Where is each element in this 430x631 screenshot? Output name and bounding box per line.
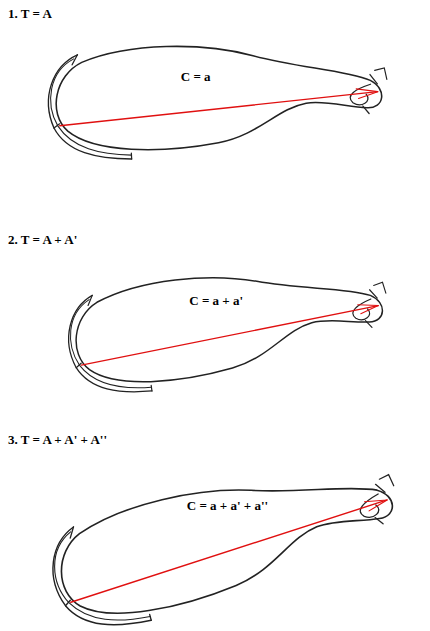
stroke — [72, 55, 78, 65]
stroke — [151, 385, 153, 391]
stroke — [53, 35, 383, 154]
stroke — [379, 474, 394, 489]
chord-label: C = a — [181, 69, 211, 85]
stroke — [66, 500, 392, 602]
stroke — [150, 614, 152, 620]
stroke — [54, 124, 60, 128]
panel-title: 2. T = A + A' — [8, 232, 77, 248]
stroke — [365, 496, 389, 511]
outline-drawing — [35, 448, 420, 623]
stroke — [79, 306, 380, 366]
panel-title: 1. T = A — [8, 6, 52, 22]
stroke — [46, 52, 132, 163]
stroke — [356, 88, 378, 99]
stroke — [370, 74, 377, 84]
bone-outline: C = a + a' + a'' — [35, 448, 420, 623]
stroke — [87, 295, 94, 305]
bone-outline: C = a — [35, 28, 405, 164]
stroke — [376, 483, 385, 494]
stroke — [375, 68, 387, 80]
stroke — [45, 518, 150, 631]
stroke — [49, 56, 132, 159]
stroke — [358, 302, 379, 314]
stroke — [370, 289, 378, 299]
stroke — [63, 289, 152, 402]
stroke — [48, 443, 403, 631]
chord-label: C = a + a' + a'' — [187, 498, 268, 514]
stroke — [69, 251, 387, 393]
stroke — [65, 293, 151, 398]
stroke — [373, 282, 385, 295]
stroke — [357, 494, 383, 519]
stroke — [59, 92, 379, 126]
stroke — [76, 363, 82, 367]
panel-title: 3. T = A + A' + A'' — [8, 432, 107, 448]
stroke — [131, 153, 133, 159]
bone-outline: C = a + a' — [55, 248, 405, 398]
stroke — [375, 516, 383, 525]
stroke — [42, 514, 151, 631]
chord-label: C = a + a' — [189, 293, 243, 309]
stroke — [365, 320, 371, 328]
outline-drawing — [55, 248, 405, 398]
stroke — [64, 600, 71, 605]
outline-drawing — [35, 28, 405, 164]
stroke — [68, 527, 76, 538]
stroke — [363, 106, 369, 114]
